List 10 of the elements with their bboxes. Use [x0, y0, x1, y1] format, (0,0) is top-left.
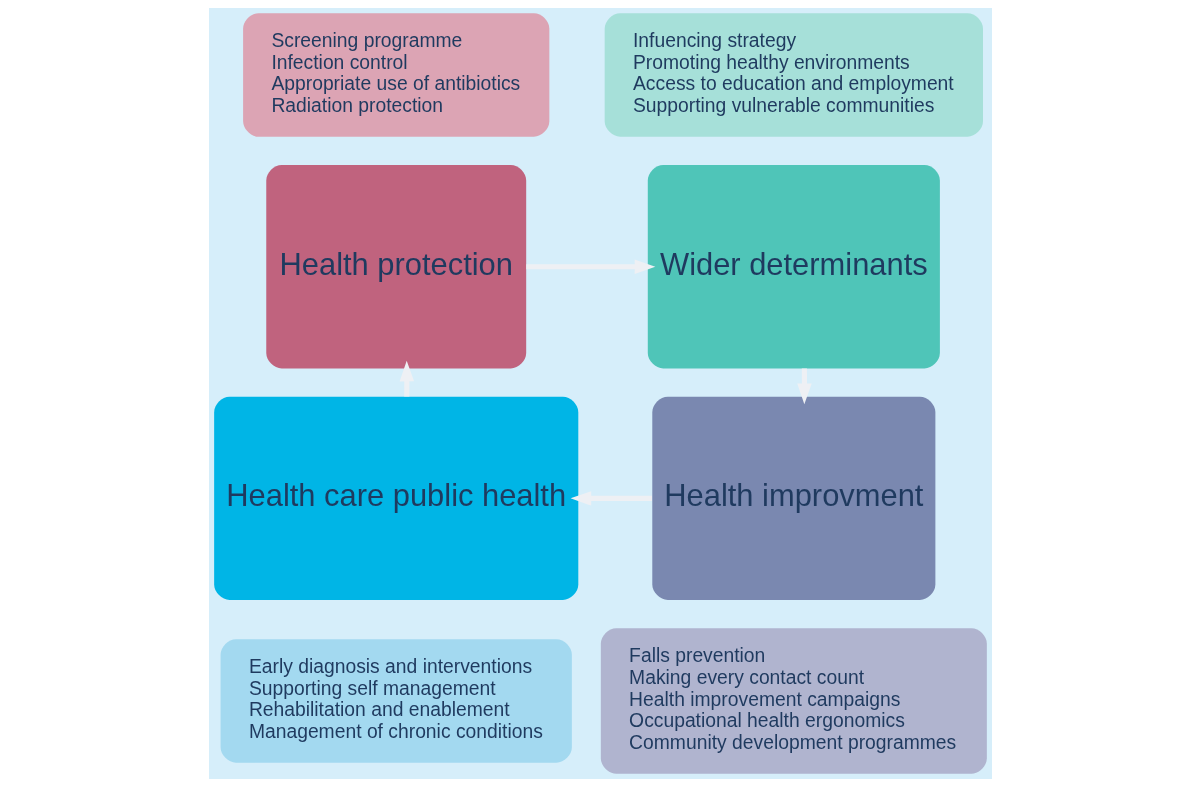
node-box: Infuencing strategy Promoting healthy environments Access to education and employment Supporting vulnerable communities	[604, 13, 983, 137]
node-box: Early diagnosis and interventions Supporting self management Rehabilitation and enablement Management of chronic conditions	[220, 639, 572, 763]
node-box: Health care public health	[213, 396, 578, 601]
node-box: Health protection	[265, 165, 526, 369]
node-box: Falls prevention Making every contact count Health improvement campaigns Occupational health ergonomics Community development programmes	[600, 628, 987, 774]
arrow	[570, 491, 652, 506]
node-box: Screening programme Infection control Appropriate use of antibiotics Radiation protection	[242, 13, 549, 137]
arrow	[525, 259, 655, 274]
node-box: Health improvment	[651, 396, 935, 601]
node-box: Wider determinants	[647, 165, 940, 369]
